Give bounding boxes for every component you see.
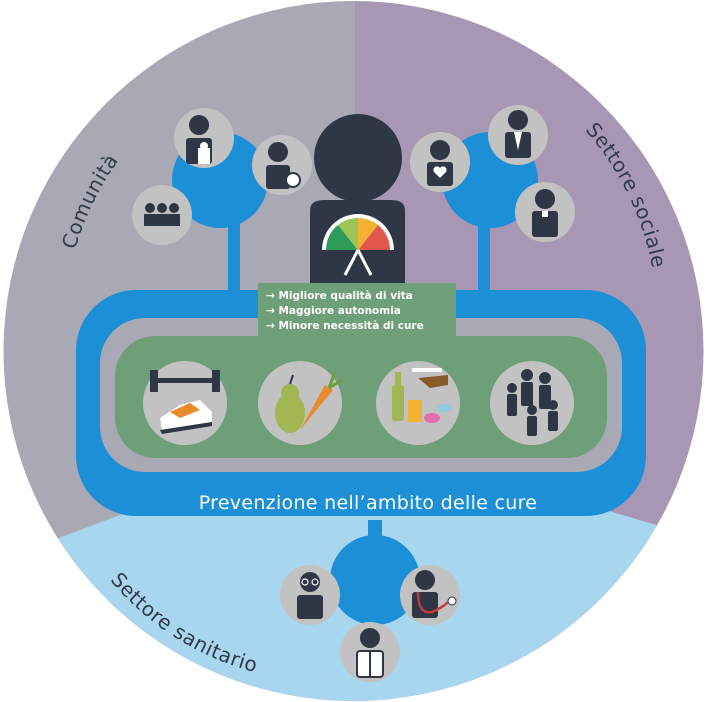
outcome-1: → Migliore qualità di vita	[266, 290, 413, 302]
prevention-panel	[115, 336, 607, 458]
parent-with-child-icon	[174, 108, 234, 168]
central-person-icon	[310, 114, 405, 290]
person-in-suit-icon	[488, 105, 548, 165]
doctor-with-stethoscope-icon	[400, 565, 460, 625]
health-network	[330, 520, 420, 625]
outcome-3: → Minore necessità di cure	[266, 320, 424, 332]
people-group-icon	[490, 361, 574, 445]
group-of-people-icon	[132, 185, 192, 245]
alcohol-tobacco-pills-icon	[376, 361, 460, 445]
pear-carrot-icon	[258, 361, 343, 445]
outcomes-box: → Migliore qualità di vita → Maggiore au…	[258, 283, 456, 337]
outcome-2: → Maggiore autonomia	[266, 305, 401, 317]
social-actors	[410, 105, 575, 242]
priest-icon	[515, 182, 575, 242]
health-actors	[280, 565, 460, 682]
person-in-white-coat-icon	[340, 622, 400, 682]
dumbbell-sneaker-icon	[143, 361, 227, 445]
person-with-heart-icon	[410, 132, 470, 192]
prevention-areas	[143, 361, 574, 445]
wellbeing-gauge-icon	[322, 214, 394, 276]
person-with-ball-icon	[252, 135, 312, 195]
community-actors	[132, 108, 312, 245]
person-with-glasses-icon	[280, 565, 340, 625]
main-label: Prevenzione nell’ambito delle cure	[199, 492, 538, 514]
